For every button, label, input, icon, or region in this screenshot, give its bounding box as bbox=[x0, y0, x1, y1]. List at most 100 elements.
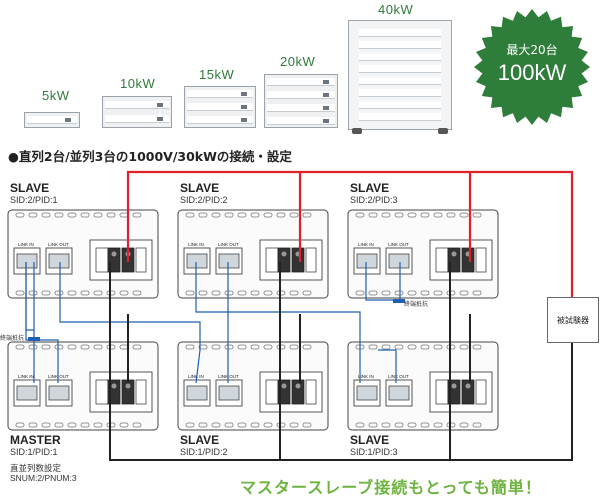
vent-slot bbox=[211, 344, 221, 350]
vent-slot bbox=[381, 212, 391, 218]
link-cable bbox=[195, 262, 361, 383]
link-in-label: LINK IN bbox=[18, 242, 34, 247]
vent-slot bbox=[459, 290, 469, 296]
vent-slot bbox=[472, 344, 482, 350]
vent-slot bbox=[185, 212, 195, 218]
unit-name: SLAVE bbox=[10, 181, 50, 195]
vent-slot bbox=[41, 344, 51, 350]
vent-slot bbox=[355, 212, 365, 218]
unit-sid: SID:1/PID:1 bbox=[10, 447, 58, 457]
vent-slot bbox=[420, 422, 430, 428]
vent-slot bbox=[211, 212, 221, 218]
terminator-icon bbox=[28, 337, 40, 341]
vent-slot bbox=[368, 212, 378, 218]
vent-slot bbox=[41, 212, 51, 218]
vent-slot bbox=[15, 290, 25, 296]
vent-slot bbox=[407, 212, 417, 218]
vent-slot bbox=[132, 344, 142, 350]
vent-slot bbox=[250, 212, 260, 218]
vent-slot bbox=[54, 344, 64, 350]
unit-sid: SID:1/PID:2 bbox=[180, 447, 228, 457]
unit-name: SLAVE bbox=[180, 433, 220, 447]
vent-slot bbox=[28, 212, 38, 218]
vent-slot bbox=[132, 212, 142, 218]
vent-slot bbox=[198, 422, 208, 428]
banner-text: マスタースレーブ接続もとっても簡単！ bbox=[240, 478, 542, 497]
product-label-5kw: 5kW bbox=[42, 88, 70, 103]
vent-slot bbox=[420, 290, 430, 296]
vent-slot bbox=[237, 422, 247, 428]
vent-slot bbox=[185, 422, 195, 428]
link-cable bbox=[365, 262, 400, 301]
master-setting-value: SNUM:2/PNUM:3 bbox=[10, 473, 77, 483]
positive-wire bbox=[126, 170, 574, 297]
positive-bus bbox=[126, 170, 574, 297]
vent-slot bbox=[263, 290, 273, 296]
diagram-heading: ●直列2台/並列3台の1000V/30kWの接続・設定 bbox=[8, 149, 292, 164]
vent-slot bbox=[119, 290, 129, 296]
terminator-label: 終端抵抗 bbox=[404, 302, 429, 308]
vent-slot bbox=[289, 212, 299, 218]
vent-slot bbox=[93, 212, 103, 218]
vent-slot bbox=[381, 422, 391, 428]
vent-slot bbox=[381, 344, 391, 350]
vent-slot bbox=[368, 422, 378, 428]
vent-slot bbox=[420, 344, 430, 350]
unit-name: SLAVE bbox=[180, 181, 220, 195]
rack-caster-icon bbox=[438, 128, 448, 134]
link-cable bbox=[25, 262, 59, 383]
vent-slot bbox=[54, 290, 64, 296]
unit-name: SLAVE bbox=[350, 181, 390, 195]
vent-slot bbox=[198, 344, 208, 350]
vent-slot bbox=[93, 344, 103, 350]
vent-slot bbox=[93, 422, 103, 428]
link-in-label: LINK IN bbox=[358, 374, 374, 379]
vent-slot bbox=[368, 290, 378, 296]
vent-slot bbox=[459, 422, 469, 428]
product-40kw-rack-image bbox=[348, 20, 452, 130]
vent-slot bbox=[132, 290, 142, 296]
vent-slot bbox=[224, 290, 234, 296]
vent-slot bbox=[224, 212, 234, 218]
vent-slot bbox=[420, 212, 430, 218]
vent-slot bbox=[185, 344, 195, 350]
vent-slot bbox=[302, 212, 312, 218]
unit-name: MASTER bbox=[10, 433, 61, 447]
negative-bus bbox=[109, 262, 573, 461]
vent-slot bbox=[263, 344, 273, 350]
vent-slot bbox=[15, 212, 25, 218]
terminators bbox=[28, 299, 405, 341]
starburst-badge-icon bbox=[474, 9, 590, 125]
product-label-10kw: 10kW bbox=[120, 76, 156, 91]
vent-slot bbox=[289, 290, 299, 296]
unit-sid: SID:2/PID:3 bbox=[350, 195, 398, 205]
vent-slot bbox=[302, 422, 312, 428]
vent-slot bbox=[211, 422, 221, 428]
unit-sid: SID:2/PID:2 bbox=[180, 195, 228, 205]
link-in-label: LINK IN bbox=[188, 374, 204, 379]
unit-name: SLAVE bbox=[350, 433, 390, 447]
vent-slot bbox=[472, 422, 482, 428]
link-cables bbox=[25, 262, 401, 384]
vent-slot bbox=[28, 344, 38, 350]
vent-slot bbox=[302, 290, 312, 296]
product-label-40kw: 40kW bbox=[378, 2, 414, 17]
vent-slot bbox=[93, 290, 103, 296]
product-label-20kw: 20kW bbox=[280, 54, 316, 69]
product-15kw-image bbox=[184, 86, 256, 128]
vent-slot bbox=[67, 344, 77, 350]
vent-slot bbox=[198, 290, 208, 296]
link-cable bbox=[378, 349, 397, 383]
vent-slot bbox=[54, 422, 64, 428]
vent-slot bbox=[433, 344, 443, 350]
link-cable bbox=[59, 262, 201, 384]
vent-slot bbox=[250, 290, 260, 296]
vent-slot bbox=[250, 344, 260, 350]
vent-slot bbox=[80, 422, 90, 428]
vent-slot bbox=[67, 212, 77, 218]
